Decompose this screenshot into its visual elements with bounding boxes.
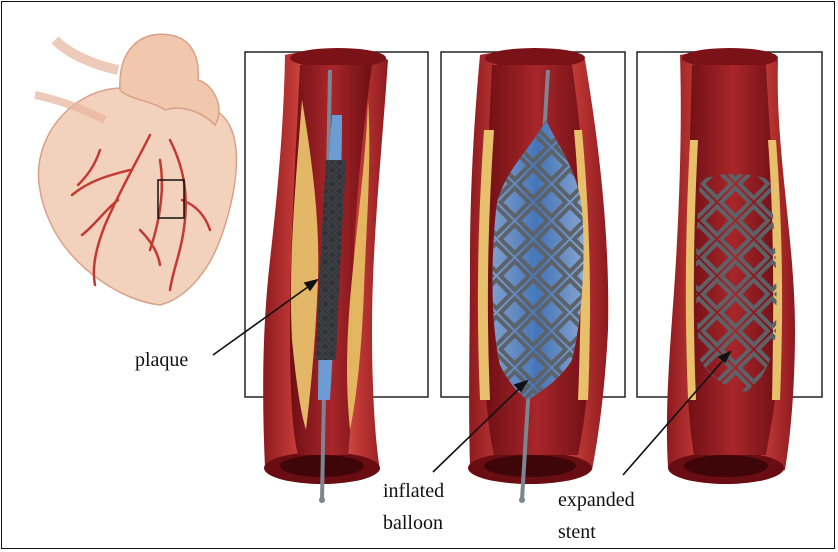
vessel-balloon-inflated [468, 48, 608, 503]
vessel-expanded-stent [667, 48, 795, 484]
label-plaque: plaque [135, 347, 188, 373]
label-balloon: balloon [383, 510, 443, 536]
label-inflated: inflated [383, 478, 444, 504]
expanded-stent-mesh [696, 174, 777, 392]
label-expanded: expanded [558, 487, 635, 513]
label-stent: stent [558, 519, 596, 545]
vessel-catheter-insertion [263, 48, 388, 503]
heart-illustration [35, 34, 236, 305]
